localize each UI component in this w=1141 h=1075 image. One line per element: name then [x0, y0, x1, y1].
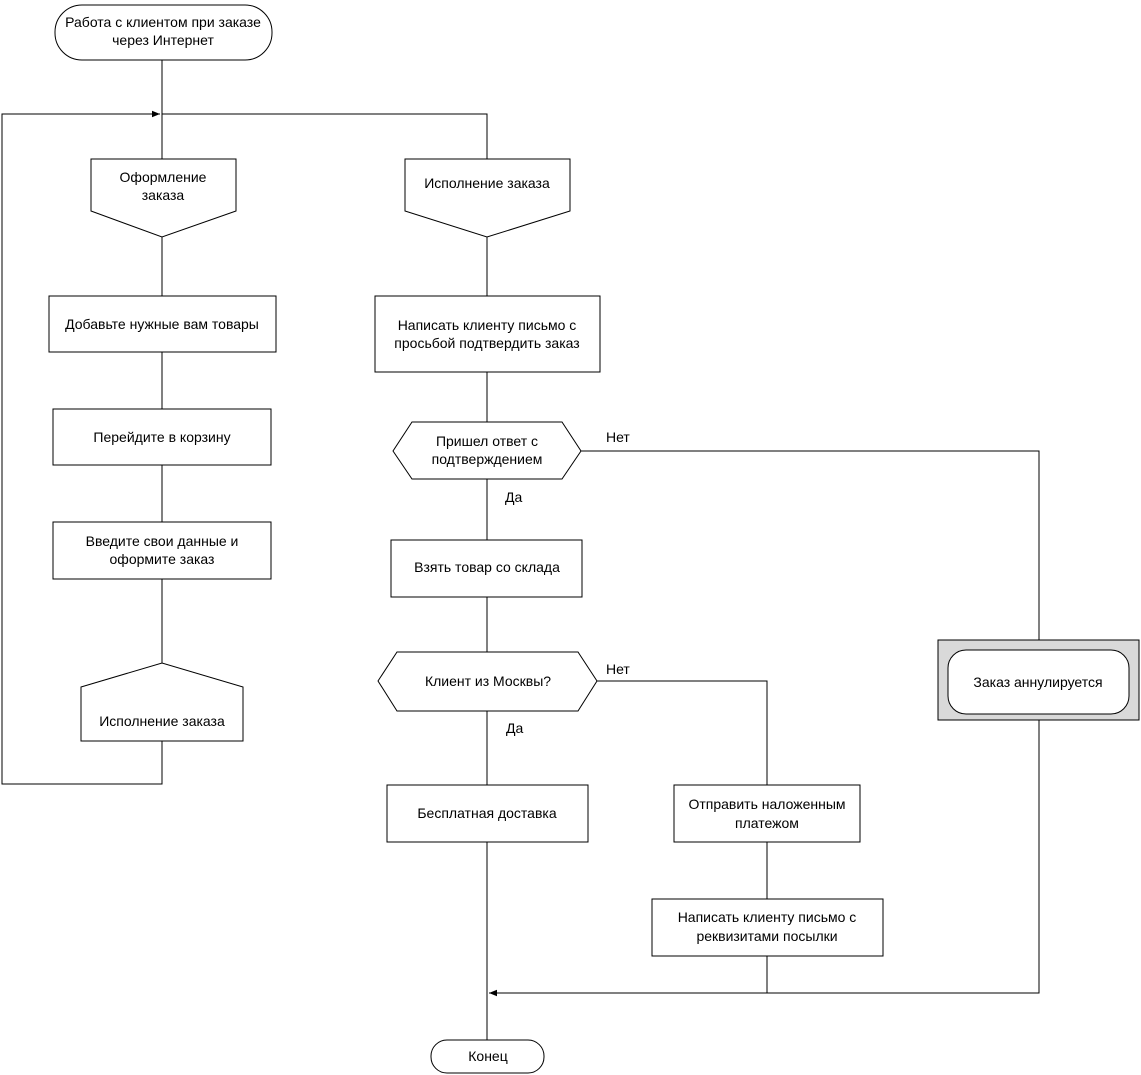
write-details-line1: Написать клиенту письмо с [678, 909, 857, 925]
write-confirm-line2: просьбой подтвердить заказ [394, 335, 579, 351]
connectors [1, 60, 1040, 1040]
line-no-to-cod [597, 680, 768, 785]
order-form-line1: Оформление [120, 169, 207, 185]
go-cart-label: Перейдите в корзину [93, 429, 230, 445]
decision-confirm-line1: Пришел ответ с [436, 433, 538, 449]
label-yes-confirm: Да [505, 489, 522, 505]
start-terminator: Работа с клиентом при заказе через Интер… [54, 4, 273, 61]
cod-line2: платежом [735, 815, 799, 831]
end-terminator: Конец [430, 1039, 545, 1074]
enter-data-line2: оформите заказ [110, 551, 215, 567]
cancel-block: Заказ аннулируется [937, 639, 1140, 721]
decision-moscow-label: Клиент из Москвы? [425, 673, 551, 689]
write-details-block: Написать клиенту письмо с реквизитами по… [651, 898, 884, 957]
execution-header-label: Исполнение заказа [424, 175, 550, 191]
start-label-line1: Работа с клиентом при заказе [65, 14, 261, 30]
order-form-block: Оформление заказа [90, 158, 237, 238]
take-goods-block: Взять товар со склада [390, 539, 583, 598]
write-confirm-line1: Написать клиенту письмо с [398, 317, 577, 333]
decision-moscow: Клиент из Москвы? [377, 651, 598, 712]
enter-data-line1: Введите свои данные и [86, 533, 239, 549]
line-cancel-to-end [489, 720, 1040, 997]
line-loop-back [1, 110, 163, 785]
add-items-label: Добавьте нужные вам товары [65, 316, 259, 332]
go-cart-block: Перейдите в корзину [52, 408, 272, 466]
execution-header-block: Исполнение заказа [404, 158, 571, 238]
write-details-line2: реквизитами посылки [696, 928, 837, 944]
line-top-branch [162, 113, 488, 159]
label-no-moscow: Нет [606, 661, 630, 677]
line-no-to-cancel [581, 450, 1040, 640]
decision-confirm-line2: подтверждением [432, 451, 543, 467]
decision-confirm: Пришел ответ с подтверждением [392, 421, 582, 480]
order-form-line2: заказа [142, 187, 185, 203]
enter-data-block: Введите свои данные и оформите заказ [52, 521, 272, 580]
execution-ref-label: Исполнение заказа [99, 713, 225, 729]
label-no-confirm: Нет [606, 429, 630, 445]
end-label: Конец [468, 1048, 507, 1064]
execution-ref-block: Исполнение заказа [80, 662, 244, 742]
cancel-label: Заказ аннулируется [973, 674, 1102, 690]
cod-line1: Отправить наложенным [688, 796, 845, 812]
start-label-line2: через Интернет [112, 32, 214, 48]
cod-block: Отправить наложенным платежом [673, 784, 861, 843]
free-delivery-block: Бесплатная доставка [386, 784, 589, 843]
take-goods-label: Взять товар со склада [414, 559, 560, 575]
add-items-block: Добавьте нужные вам товары [48, 295, 277, 353]
free-delivery-label: Бесплатная доставка [417, 805, 556, 821]
write-confirm-block: Написать клиенту письмо с просьбой подтв… [374, 295, 601, 373]
label-yes-moscow: Да [506, 720, 523, 736]
